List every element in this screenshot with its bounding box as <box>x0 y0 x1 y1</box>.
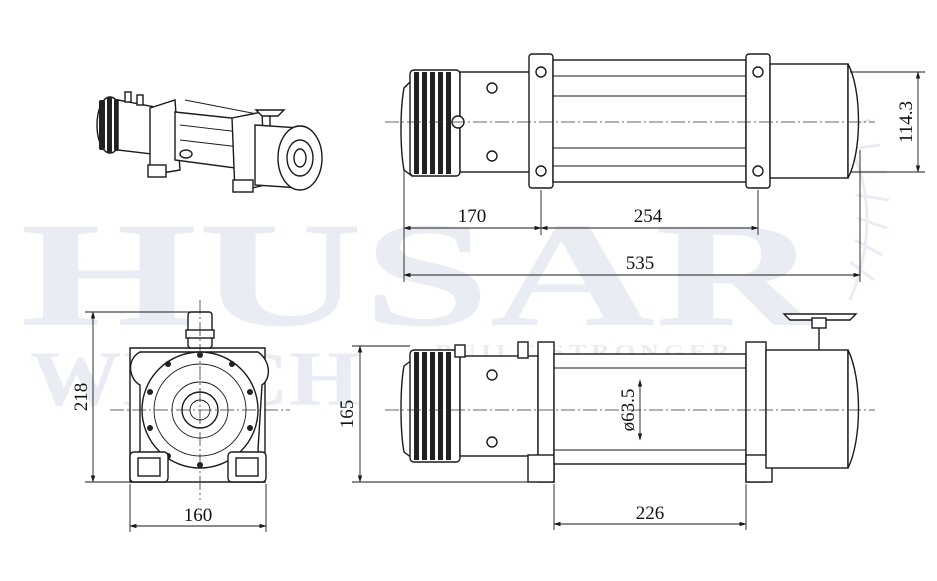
dim-front-height: 218 <box>71 383 92 412</box>
dim-side-height: 114.3 <box>896 101 917 143</box>
winch-side-view <box>385 313 875 483</box>
dim-overall-length: 535 <box>626 253 655 274</box>
dim-drum-diameter: ø63.5 <box>618 389 639 432</box>
winch-3d-view <box>96 91 323 193</box>
dim-body-height: 165 <box>337 400 358 429</box>
winch-top-view <box>385 53 875 189</box>
dim-front-width: 160 <box>184 505 213 526</box>
dimension-lines <box>85 71 925 532</box>
dimension-labels: 170 254 535 114.3 218 160 165 ø63.5 226 <box>71 101 917 526</box>
dim-drum-length: 254 <box>634 206 663 227</box>
dim-mount-spacing: 226 <box>636 503 665 524</box>
dim-motor-length: 170 <box>458 206 487 227</box>
winch-front-view <box>110 300 290 500</box>
